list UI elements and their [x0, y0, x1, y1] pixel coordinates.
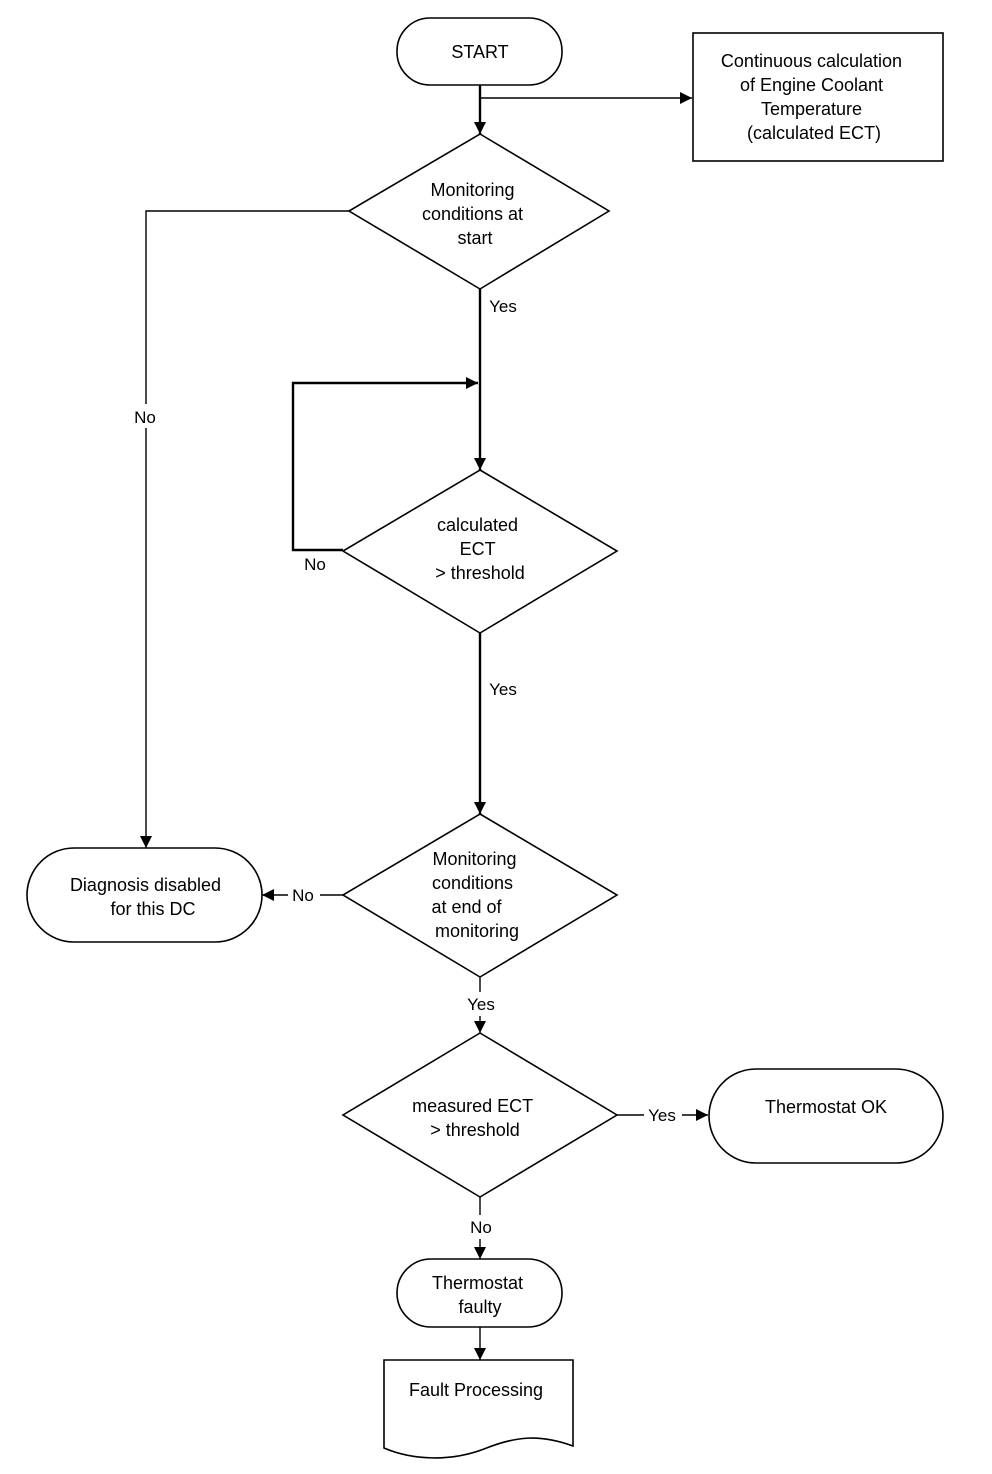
edge-calc-ect-no-loop	[291, 377, 478, 552]
continuous-calc-box	[692, 32, 944, 162]
edge-monitoring-start-no	[140, 210, 349, 848]
label-bg-measured-ect-yes	[644, 1103, 682, 1127]
label-bg-monitoring-end-yes	[462, 992, 500, 1016]
decision-calc-ect-label: calculated ECT > threshold	[435, 515, 525, 583]
label-monitoring-start-no: No	[134, 408, 156, 427]
thermostat-faulty-terminal	[396, 1258, 563, 1328]
fault-processing-label: Fault Processing	[409, 1380, 543, 1400]
decision-calc-ect	[341, 469, 619, 634]
decision-measured-ect	[341, 1032, 619, 1198]
decision-monitoring-start-label: Monitoring conditions at start	[422, 180, 528, 248]
decision-monitoring-end	[341, 813, 619, 978]
label-bg-measured-ect-no	[466, 1215, 496, 1239]
thermostat-faulty-label: Thermostat faulty	[432, 1273, 528, 1317]
label-monitoring-start-yes: Yes	[489, 297, 517, 316]
diagnosis-disabled-terminal	[26, 847, 263, 943]
decision-monitoring-end-label: Monitoring conditions at end of monitori…	[431, 849, 521, 941]
label-measured-ect-no: No	[470, 1218, 492, 1237]
decision-measured-ect-label: measured ECT > threshold	[412, 1096, 538, 1140]
label-monitoring-end-no: No	[292, 886, 314, 905]
decision-monitoring-start	[347, 133, 611, 290]
fault-processing-document	[383, 1359, 574, 1459]
diagnosis-disabled-label: Diagnosis disabled for this DC	[70, 875, 226, 919]
label-calc-ect-yes: Yes	[489, 680, 517, 699]
start-label: START	[451, 42, 508, 62]
label-monitoring-end-yes: Yes	[467, 995, 495, 1014]
thermostat-ok-label: Thermostat OK	[765, 1097, 887, 1117]
continuous-calc-label: Continuous calculation of Engine Coolant…	[721, 51, 907, 143]
thermostat-ok-terminal	[708, 1068, 944, 1164]
label-bg-monitoring-end-no	[288, 883, 320, 907]
label-measured-ect-yes: Yes	[648, 1106, 676, 1125]
start-terminal	[396, 17, 563, 86]
label-calc-ect-no: No	[304, 555, 326, 574]
label-bg-monitoring-start-no	[130, 404, 160, 428]
